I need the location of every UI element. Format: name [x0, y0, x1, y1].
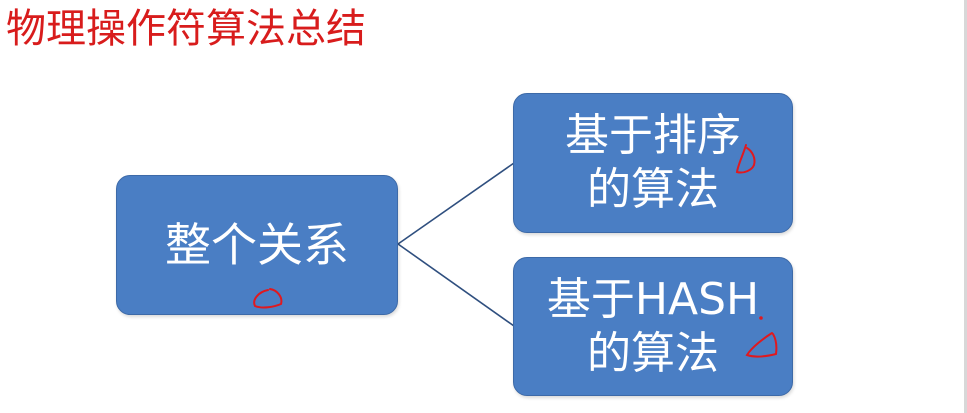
- slide-title: 物理操作符算法总结: [6, 6, 366, 52]
- hash-node-line1: 基于HASH: [546, 273, 760, 325]
- connector-to-hash: [397, 243, 515, 327]
- window-edge: [964, 0, 967, 413]
- sort-node-line1: 基于排序: [565, 110, 741, 161]
- root-node: 整个关系: [116, 175, 398, 315]
- sort-node-line2: 的算法: [587, 164, 719, 215]
- root-node-label: 整个关系: [165, 218, 349, 272]
- sort-based-node: 基于排序 的算法: [513, 93, 793, 233]
- hash-based-node: 基于HASH 的算法: [513, 257, 793, 396]
- hash-node-line2: 的算法: [587, 327, 719, 379]
- connector-to-sort: [397, 162, 515, 245]
